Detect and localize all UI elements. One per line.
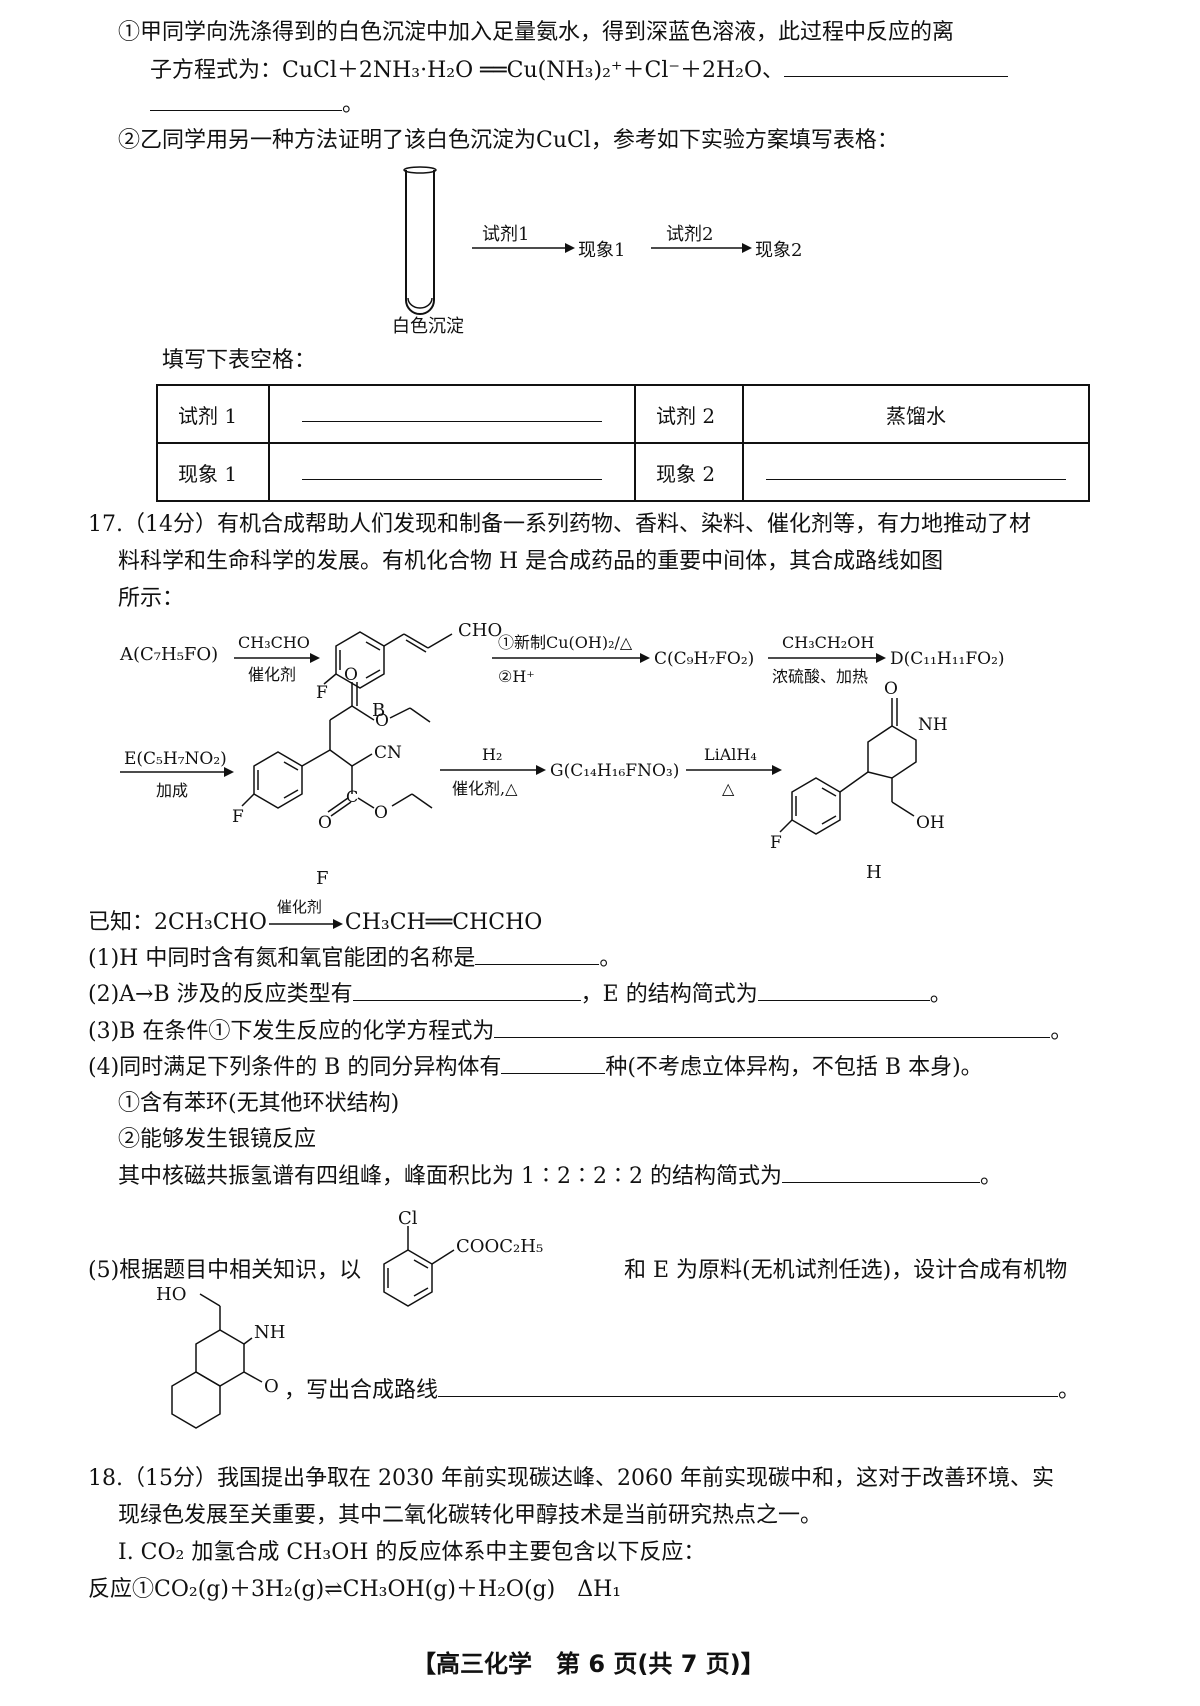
- answer-blank[interactable]: [757, 982, 930, 1001]
- q17-1: (1)H 中同时含有氮和氧官能团的名称是。: [88, 946, 622, 971]
- q17-5-structures: Cl COOC₂H₅ HO NH O: [156, 1208, 543, 1429]
- svg-text:COOC₂H₅: COOC₂H₅: [456, 1236, 543, 1257]
- answer-cell[interactable]: [742, 442, 1090, 502]
- svg-text:加成: 加成: [156, 781, 188, 800]
- svg-text:O: O: [318, 813, 332, 833]
- q17-2: (2)A→B 涉及的反应类型有，E 的结构简式为。: [88, 982, 952, 1007]
- q17-intro-line2: 料科学和生命科学的发展。有机化合物 H 是合成药品的重要中间体，其合成路线如图: [118, 549, 944, 574]
- svg-text:NH: NH: [254, 1322, 285, 1343]
- svg-text:△: △: [722, 779, 735, 798]
- svg-text:O: O: [375, 711, 389, 731]
- q17-4-nmr: 其中核磁共振氢谱有四组峰，峰面积比为 1∶2∶2∶2 的结构简式为。: [118, 1164, 1002, 1189]
- q17-intro-line1: 17.（14分）有机合成帮助人们发现和制备一系列药物、香料、染料、催化剂等，有力…: [88, 512, 1031, 537]
- reagent2-label: 试剂2: [666, 224, 713, 245]
- table-row: 试剂 1 试剂 2 蒸馏水: [156, 384, 1090, 444]
- svg-text:F: F: [316, 683, 328, 703]
- svg-text:HO: HO: [156, 1284, 186, 1305]
- compound-h-structure: [779, 698, 917, 835]
- q18-line2: 现绿色发展至关重要，其中二氧化碳转化甲醇技术是当前研究热点之一。: [118, 1503, 823, 1528]
- svg-text:D(C₁₁H₁₁FO₂): D(C₁₁H₁₁FO₂): [890, 649, 1005, 669]
- svg-text:E(C₅H₇NO₂): E(C₅H₇NO₂): [124, 749, 227, 769]
- phenomenon2-label: 现象2: [755, 240, 802, 261]
- svg-text:催化剂: 催化剂: [248, 665, 296, 684]
- q18-line1: 18.（15分）我国提出争取在 2030 年前实现碳达峰、2060 年前实现碳中…: [88, 1466, 1054, 1491]
- svg-text:F: F: [770, 833, 782, 853]
- q16-part1-line1: ①甲同学向洗涤得到的白色沉淀中加入足量氨水，得到深蓝色溶液，此过程中反应的离: [118, 20, 955, 45]
- compound-b-structure: [323, 631, 453, 689]
- svg-text:O: O: [884, 679, 898, 699]
- answer-cell[interactable]: [268, 442, 636, 502]
- svg-text:①新制Cu(OH)₂/△: ①新制Cu(OH)₂/△: [498, 633, 633, 652]
- q16-part1-line2: 子方程式为：CuCl＋2NH₃·H₂O ══Cu(NH₃)₂⁺＋Cl⁻＋2H₂O…: [150, 58, 1009, 84]
- svg-text:NH: NH: [918, 715, 948, 735]
- svg-text:O: O: [344, 665, 358, 685]
- answer-blank[interactable]: [501, 1055, 606, 1074]
- tube-label: 白色沉淀: [392, 316, 464, 337]
- test-tube-icon: [403, 166, 437, 315]
- table-cell: 试剂 1: [156, 384, 270, 444]
- known-arrow: 催化剂: [267, 898, 345, 934]
- test-tube-scheme: 试剂1 现象1 试剂2 现象2 白色沉淀: [392, 166, 802, 337]
- svg-text:O: O: [264, 1376, 279, 1397]
- compound-f-structure: [241, 682, 433, 817]
- q17-5-text: (5)根据题目中相关知识，以: [88, 1258, 362, 1283]
- svg-text:A(C₇H₅FO): A(C₇H₅FO): [119, 644, 218, 665]
- table-cell: 试剂 2: [634, 384, 744, 444]
- svg-text:F: F: [316, 868, 329, 889]
- answer-blank[interactable]: [150, 92, 342, 111]
- q17-5-route: ，写出合成路线。: [284, 1378, 1081, 1403]
- q17-4: (4)同时满足下列条件的 B 的同分异构体有种(不考虑立体异构，不包括 B 本身…: [88, 1055, 983, 1080]
- answer-blank[interactable]: [784, 58, 1009, 77]
- svg-text:F: F: [232, 807, 244, 827]
- svg-text:H: H: [866, 862, 882, 883]
- svg-text:浓硫酸、加热: 浓硫酸、加热: [772, 667, 868, 686]
- q16-part1-line3: 。: [150, 92, 364, 118]
- table-cell: 现象 1: [156, 442, 270, 502]
- answer-blank[interactable]: [475, 946, 600, 965]
- q17-intro-line3: 所示：: [118, 586, 185, 611]
- svg-text:OH: OH: [916, 813, 945, 833]
- svg-text:②H⁺: ②H⁺: [498, 667, 535, 686]
- svg-text:B: B: [372, 700, 385, 721]
- answer-blank[interactable]: [494, 1019, 1051, 1038]
- answer-blank[interactable]: [352, 982, 581, 1001]
- q17-5-text2: 和 E 为原料(无机试剂任选)，设计合成有机物: [624, 1258, 1068, 1283]
- reagent1-label: 试剂1: [482, 224, 529, 245]
- table-row: 现象 1 现象 2: [156, 442, 1090, 502]
- q18-line4: 反应①CO₂(g)＋3H₂(g)⇌CH₃OH(g)＋H₂O(g) ΔH₁: [88, 1577, 622, 1602]
- phenomenon1-label: 现象1: [578, 240, 625, 261]
- page-footer: 【高三化学 第 6 页(共 7 页)】: [412, 1650, 765, 1678]
- answer-blank[interactable]: [781, 1164, 980, 1183]
- q17-4-condition1: ①含有苯环(无其他环状结构): [118, 1091, 400, 1116]
- fill-table: 试剂 1 试剂 2 蒸馏水 现象 1 现象 2: [156, 384, 1090, 502]
- chloro-ester-structure: [383, 1226, 455, 1307]
- q17-4-condition2: ②能够发生银镜反应: [118, 1127, 317, 1152]
- fill-table-title: 填写下表空格：: [162, 348, 317, 373]
- svg-text:CN: CN: [374, 743, 402, 763]
- svg-text:CH₃CHO: CH₃CHO: [238, 633, 310, 652]
- svg-text:催化剂,△: 催化剂,△: [452, 779, 518, 798]
- svg-text:G(C₁₄H₁₆FNO₃): G(C₁₄H₁₆FNO₃): [550, 761, 679, 781]
- q18-line3: Ⅰ. CO₂ 加氢合成 CH₃OH 的反应体系中主要包含以下反应：: [118, 1540, 706, 1565]
- table-cell: 蒸馏水: [742, 384, 1090, 444]
- answer-cell[interactable]: [268, 384, 636, 444]
- svg-text:H₂: H₂: [482, 745, 502, 764]
- q17-3: (3)B 在条件①下发生反应的化学方程式为。: [88, 1019, 1073, 1044]
- answer-blank[interactable]: [438, 1378, 1059, 1397]
- svg-text:O: O: [374, 803, 388, 823]
- table-cell: 现象 2: [634, 442, 744, 502]
- q16-part2: ②乙同学用另一种方法证明了该白色沉淀为CuCl，参考如下实验方案填写表格：: [118, 128, 899, 153]
- target-structure: [171, 1293, 263, 1429]
- svg-text:Cl: Cl: [398, 1208, 418, 1229]
- svg-text:LiAlH₄: LiAlH₄: [704, 745, 757, 764]
- svg-text:CHO: CHO: [458, 620, 502, 641]
- synthesis-scheme: A(C₇H₅FO) CH₃CHO 催化剂 CHO F B ①新制Cu(OH)₂/…: [119, 620, 1005, 889]
- svg-text:CH₃CH₂OH: CH₃CH₂OH: [782, 633, 874, 652]
- svg-text:C: C: [346, 787, 358, 806]
- svg-text:C(C₉H₇FO₂): C(C₉H₇FO₂): [654, 649, 754, 669]
